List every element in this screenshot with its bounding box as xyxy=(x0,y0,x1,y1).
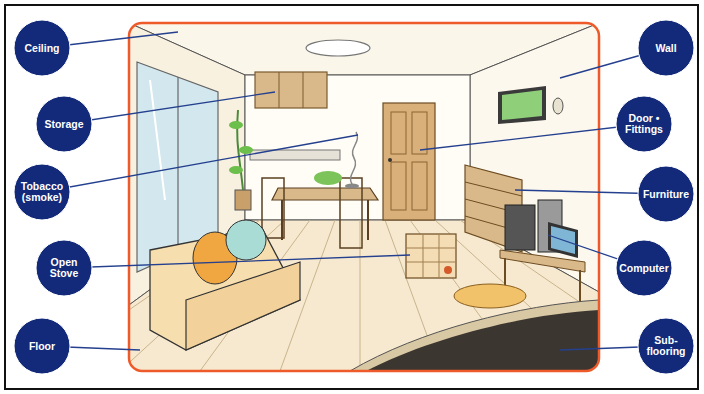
plant xyxy=(229,110,253,210)
room-part xyxy=(129,23,599,371)
plant-part xyxy=(235,190,251,210)
ceiling-lamp xyxy=(306,40,370,56)
label-circle: Open Stove xyxy=(35,239,93,297)
door-part xyxy=(412,162,427,210)
label-circle: Storage xyxy=(35,95,93,153)
circle-fill xyxy=(638,166,694,222)
door-part xyxy=(412,112,427,154)
subfloor-cutaway-part xyxy=(366,310,599,371)
open-stove-part xyxy=(406,234,456,278)
circle-fill xyxy=(14,20,70,76)
dining-table-part xyxy=(345,184,359,189)
leader-lines-part xyxy=(64,255,410,268)
label-text: Sub- flooring xyxy=(640,317,692,375)
label-circle: Wall xyxy=(637,19,695,77)
circle-fill xyxy=(638,20,694,76)
label-text: Floor xyxy=(16,317,68,375)
open-stove xyxy=(406,234,456,278)
dining-table-part xyxy=(281,200,283,240)
subfloor-cutaway-part xyxy=(350,300,599,371)
outer-border xyxy=(5,5,698,389)
plant-part xyxy=(229,121,243,129)
circle-fill xyxy=(638,318,694,374)
dining-table-part xyxy=(340,178,362,248)
orange-frame xyxy=(129,23,599,371)
door-part xyxy=(383,103,435,220)
open-stove-part xyxy=(406,248,456,249)
open-stove-part xyxy=(406,262,456,263)
label-circle: Door • Fittings xyxy=(615,95,673,153)
circle-fill xyxy=(14,164,70,220)
storage-cabinet xyxy=(255,72,327,108)
storage-cabinet-part xyxy=(303,72,304,108)
drawers-part xyxy=(465,182,522,196)
room xyxy=(129,23,599,371)
plant-part xyxy=(229,166,243,174)
label-circle: Tobacco (smoke) xyxy=(13,163,71,221)
smoke xyxy=(350,132,357,184)
circle-fill xyxy=(14,318,70,374)
storage-cabinet-part xyxy=(255,72,327,108)
open-stove-part xyxy=(439,234,440,278)
circle-fill xyxy=(36,96,92,152)
label-circle: Floor xyxy=(13,317,71,375)
door xyxy=(383,103,435,220)
dining-table-part xyxy=(262,178,284,238)
door-part xyxy=(388,158,392,162)
leader-lines xyxy=(42,32,666,350)
room-part xyxy=(177,77,178,254)
dining-table-part xyxy=(314,171,342,185)
wall-picture-part xyxy=(502,90,542,120)
label-circle: Furniture xyxy=(637,165,695,223)
label-text: Furniture xyxy=(640,165,692,223)
label-text: Door • Fittings xyxy=(618,95,670,153)
wall-picture-part xyxy=(553,98,563,114)
sofa xyxy=(150,220,300,350)
floor-cushion xyxy=(454,284,526,308)
label-circle: Sub- flooring xyxy=(637,317,695,375)
wall-picture-part xyxy=(498,86,546,124)
door-part xyxy=(391,112,406,154)
subfloor-cutaway xyxy=(350,300,599,371)
room-part xyxy=(150,80,165,200)
circle-fill xyxy=(616,96,672,152)
label-text: Tobacco (smoke) xyxy=(16,163,68,221)
label-text: Ceiling xyxy=(16,19,68,77)
circle-fill xyxy=(36,240,92,296)
label-circle: Ceiling xyxy=(13,19,71,77)
sofa-part xyxy=(226,220,266,260)
circle-fill xyxy=(616,240,672,296)
dining-table-part xyxy=(367,200,369,240)
label-circle: Computer xyxy=(615,239,673,297)
storage-cabinet-part xyxy=(279,72,280,108)
leader-lines-part xyxy=(42,135,358,192)
label-text: Storage xyxy=(38,95,90,153)
open-stove-part xyxy=(423,234,424,278)
dining-table xyxy=(262,171,378,248)
label-text: Computer xyxy=(618,239,670,297)
plant-part xyxy=(239,146,253,154)
leader-lines-part xyxy=(64,92,275,124)
leader-lines-part xyxy=(420,124,644,150)
floor-planks-part xyxy=(360,220,361,371)
label-text: Open Stove xyxy=(38,239,90,297)
label-text: Wall xyxy=(640,19,692,77)
open-stove-part xyxy=(444,266,452,274)
wall-picture xyxy=(498,86,563,124)
door-part xyxy=(391,162,406,210)
computer-desk-part xyxy=(505,205,535,250)
sofa-part xyxy=(150,228,300,350)
